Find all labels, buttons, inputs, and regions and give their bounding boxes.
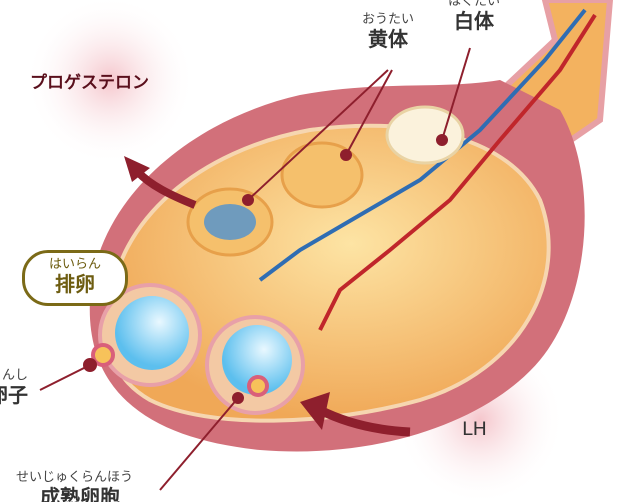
artery	[318, 13, 597, 331]
leader-lines	[39, 47, 471, 491]
released-ovum	[91, 343, 115, 367]
corpus-albicans	[385, 105, 465, 165]
label-text: 卵子	[0, 383, 28, 407]
progesterone-glow	[25, 0, 195, 165]
follicle-ovum	[247, 375, 269, 397]
ruby-text: おうたい	[362, 12, 415, 27]
label-ovum: んし 卵子	[0, 368, 28, 407]
hormone-lh: LH	[462, 418, 487, 440]
ovulating-follicle	[115, 296, 189, 370]
lh-arrow-head	[300, 392, 330, 430]
corpus-luteum-cavity	[204, 204, 256, 240]
vein	[258, 8, 587, 282]
label-corpus-albicans: はくたい 白体	[448, 0, 500, 33]
progesterone-arrow	[135, 169, 197, 209]
label-text: 白体	[454, 9, 494, 33]
ruby-text: せいじゅくらんほう	[16, 470, 134, 485]
label-ovulation: はいらん 排卵	[22, 250, 128, 306]
hormone-progesterone: プロゲステロン	[30, 73, 149, 93]
label-text: 成熟卵胞	[40, 485, 120, 502]
label-corpus-luteum: おうたい 黄体	[362, 12, 414, 51]
ruby-text: はくたい	[448, 0, 501, 9]
ruby-text: はいらん	[48, 257, 101, 272]
label-mature-follicle: せいじゅくらんほう 成熟卵胞	[16, 470, 133, 502]
mature-follicle	[222, 325, 292, 395]
label-text: 黄体	[368, 27, 408, 51]
ruby-text: んし	[1, 368, 28, 383]
label-text: 排卵	[55, 272, 95, 296]
progesterone-arrow-head	[124, 156, 150, 182]
lh-arrow	[317, 405, 411, 437]
